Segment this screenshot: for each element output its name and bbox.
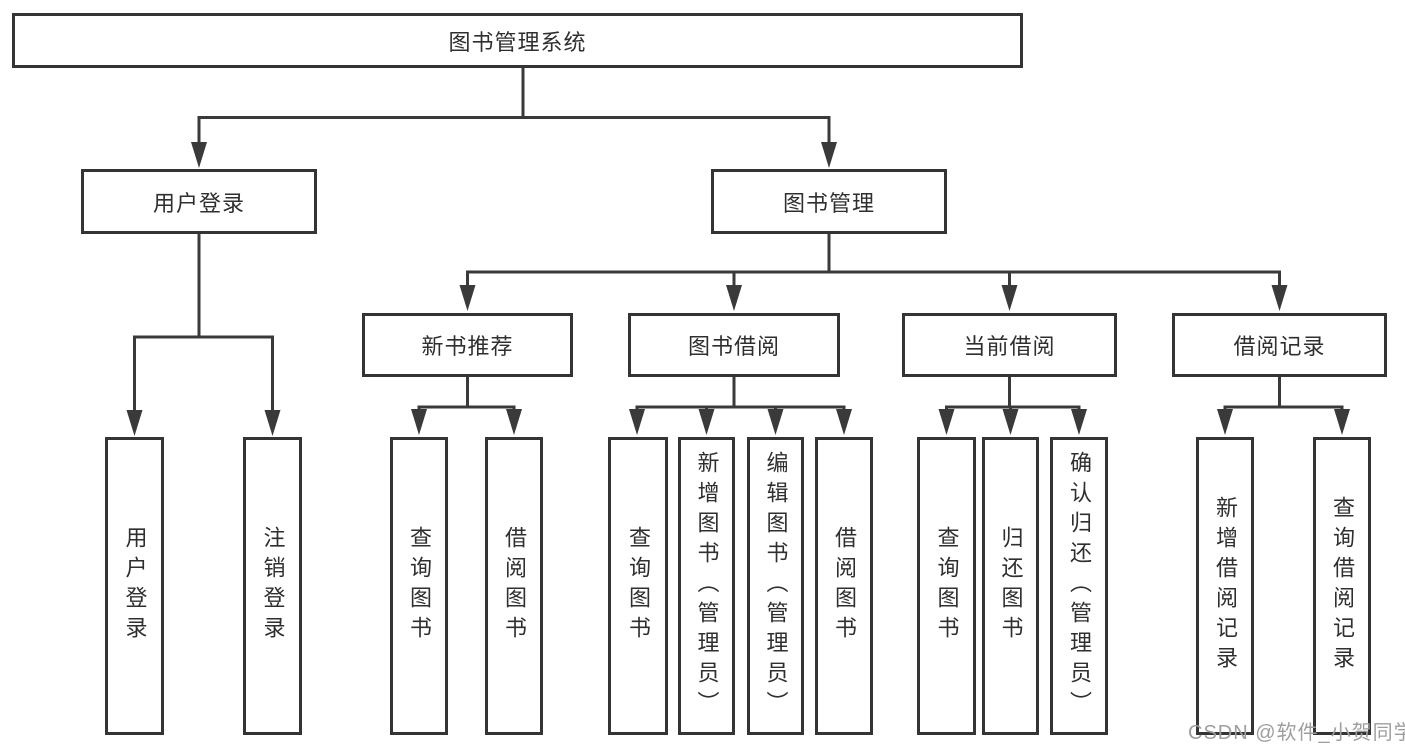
leaf-label: 注销登录 [260,526,286,646]
node-root-system: 图书管理系统 [12,13,1023,68]
leaf-logout: 注销登录 [243,437,302,735]
node-label: 用户登录 [152,190,245,216]
watermark: CSDN @软件_小贺同学 [1188,722,1405,744]
leaf-add-books-admin: 新增图书（管理员） [678,437,735,735]
node-label: 图书借阅 [687,334,780,359]
leaf-query-borrow-record: 查询借阅记录 [1313,437,1371,735]
connector-book-borrow-children [629,377,852,435]
node-user-login: 用户登录 [81,169,317,234]
leaf-query-books-recommend: 查询图书 [390,437,448,735]
node-label: 图书管理系统 [448,29,587,55]
leaf-label: 确认归还（管理员） [1067,451,1092,721]
node-label: 新书推荐 [421,334,514,359]
leaf-label: 归还图书 [998,526,1024,646]
leaf-label: 编辑图书（管理员） [763,451,789,721]
node-new-book-recommend: 新书推荐 [362,313,573,377]
leaf-label: 借阅图书 [832,526,857,646]
node-borrowing-records: 借阅记录 [1172,313,1387,377]
leaf-label: 用户登录 [122,526,148,646]
connector-current-borrow-children [938,377,1087,435]
connector-borrow-records-children [1217,377,1350,435]
leaf-label: 查询图书 [626,526,651,646]
leaf-query-books-borrow: 查询图书 [608,437,668,735]
leaf-user-login: 用户登录 [105,437,164,735]
node-book-management: 图书管理 [711,169,947,234]
leaf-label: 查询借阅记录 [1330,496,1355,676]
leaf-label: 新增借阅记录 [1213,496,1238,676]
node-label: 当前借阅 [963,334,1056,359]
leaf-query-books-current: 查询图书 [917,437,976,735]
leaf-edit-books-admin: 编辑图书（管理员） [747,437,804,735]
connector-root-to-modules [191,68,837,168]
leaf-label: 查询图书 [407,526,432,646]
connector-book-mgmt-children [459,234,1288,311]
connector-user-login-children [126,234,281,436]
leaf-confirm-return-admin: 确认归还（管理员） [1050,437,1108,735]
node-label: 图书管理 [782,190,875,216]
leaf-borrow-books: 借阅图书 [815,437,873,735]
leaf-return-books: 归还图书 [982,437,1039,735]
leaf-borrow-books-recommend: 借阅图书 [485,437,543,735]
node-book-borrowing: 图书借阅 [628,313,840,377]
leaf-label: 新增图书（管理员） [694,451,720,721]
leaf-add-borrow-record: 新增借阅记录 [1196,437,1254,735]
leaf-label: 查询图书 [934,526,960,646]
connector-new-book-rec-children [411,377,522,435]
leaf-label: 借阅图书 [502,526,527,646]
node-label: 借阅记录 [1233,334,1326,359]
node-current-borrowing: 当前借阅 [902,313,1117,377]
